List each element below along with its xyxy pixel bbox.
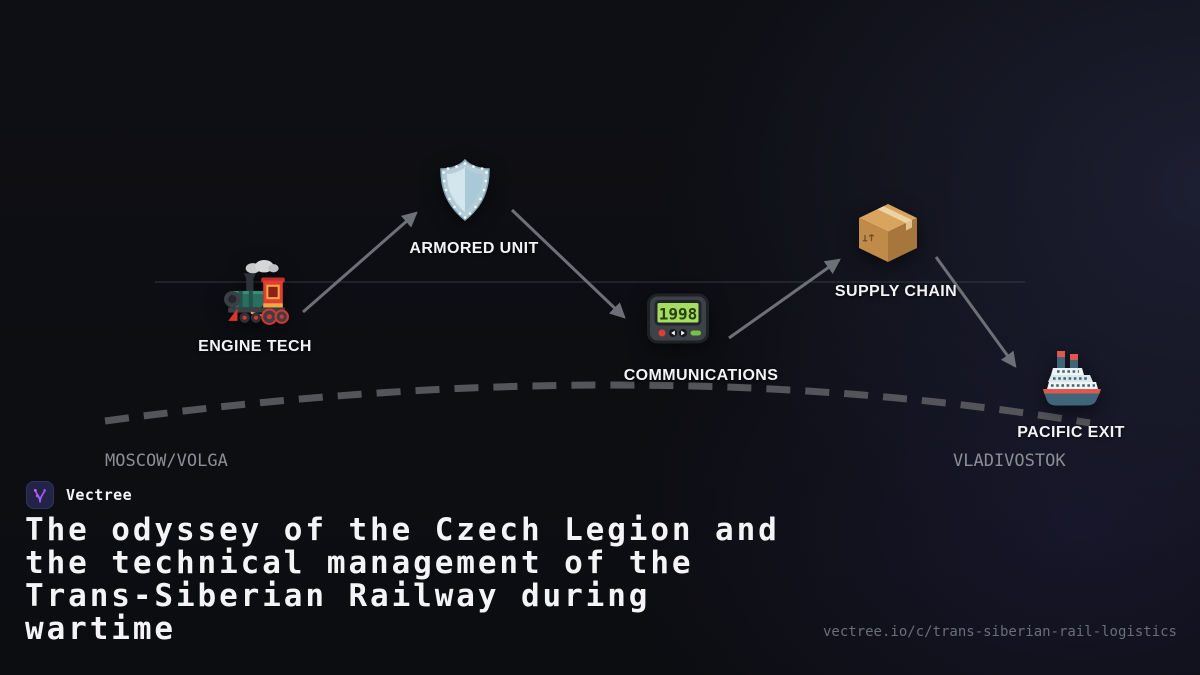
card-url-link[interactable]: vectree.io/c/trans-siberian-rail-logisti… bbox=[822, 624, 1177, 640]
vectree-logo-icon bbox=[26, 481, 54, 509]
package-icon bbox=[859, 204, 917, 262]
region-label-start: MOSCOW/VOLGA bbox=[105, 451, 228, 471]
ship-icon bbox=[1043, 351, 1101, 406]
pager-display-text: 1998 bbox=[659, 305, 698, 324]
title-line-3: Trans-Siberian Railway during bbox=[25, 578, 651, 614]
title-line-1: The odyssey of the Czech Legion and bbox=[25, 512, 780, 548]
station-label-armored-unit: ARMORED UNIT bbox=[409, 240, 539, 257]
station-label-communications: COMMUNICATIONS bbox=[623, 367, 779, 384]
arrow-armored-to-communications bbox=[510, 208, 626, 319]
station-label-pacific-exit: PACIFIC EXIT bbox=[1017, 424, 1125, 441]
arrow-engine-to-armored bbox=[302, 211, 418, 314]
page-title: The odyssey of the Czech Legion and the … bbox=[25, 514, 780, 646]
route-dashed-path bbox=[104, 381, 1091, 427]
pager-icon: 1998 bbox=[647, 293, 709, 344]
station-label-supply-chain: SUPPLY CHAIN bbox=[834, 283, 958, 300]
title-line-2: the technical management of the bbox=[25, 545, 694, 581]
brand-name: Vectree bbox=[66, 486, 133, 504]
title-line-4: wartime bbox=[25, 611, 176, 647]
arrow-supply-to-pacific bbox=[934, 256, 1017, 368]
arrow-communications-to-supply bbox=[728, 258, 841, 340]
station-label-engine-tech: ENGINE TECH bbox=[198, 338, 312, 355]
brand: Vectree bbox=[26, 481, 132, 509]
locomotive-icon bbox=[224, 260, 289, 325]
shield-icon bbox=[440, 158, 490, 221]
region-label-end: VLADIVOSTOK bbox=[953, 451, 1066, 471]
